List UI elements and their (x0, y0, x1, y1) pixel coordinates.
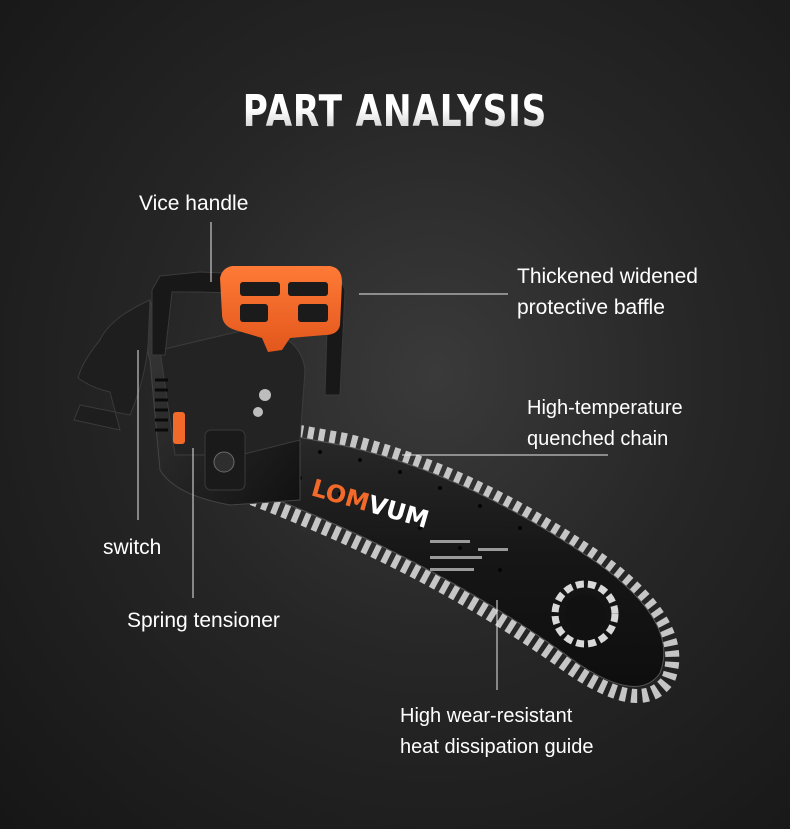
callout-lines (137, 222, 608, 690)
label-vice-handle-text: Vice handle (139, 192, 249, 215)
label-spring-tensioner: Spring tensioner (127, 605, 280, 636)
label-spring-tensioner-text: Spring tensioner (127, 609, 280, 632)
protective-baffle (220, 266, 342, 352)
guide-bar (222, 411, 680, 703)
label-quenched-chain: High-temperature quenched chain (527, 393, 683, 455)
label-guide-line1: High wear-resistant (400, 705, 573, 727)
motor-body (73, 271, 346, 506)
label-chain-line2: quenched chain (527, 428, 669, 450)
label-chain-line1: High-temperature (527, 397, 683, 419)
label-baffle-line1: Thickened widened (517, 265, 698, 288)
label-switch-text: switch (103, 536, 162, 559)
label-guide: High wear-resistant heat dissipation gui… (400, 701, 593, 763)
label-switch: switch (103, 532, 161, 563)
label-vice-handle: Vice handle (139, 188, 248, 219)
label-protective-baffle: Thickened widened protective baffle (517, 261, 698, 323)
label-baffle-line2: protective baffle (517, 296, 665, 319)
label-guide-line2: heat dissipation guide (400, 736, 594, 758)
page-title: PART ANALYSIS (87, 86, 703, 137)
